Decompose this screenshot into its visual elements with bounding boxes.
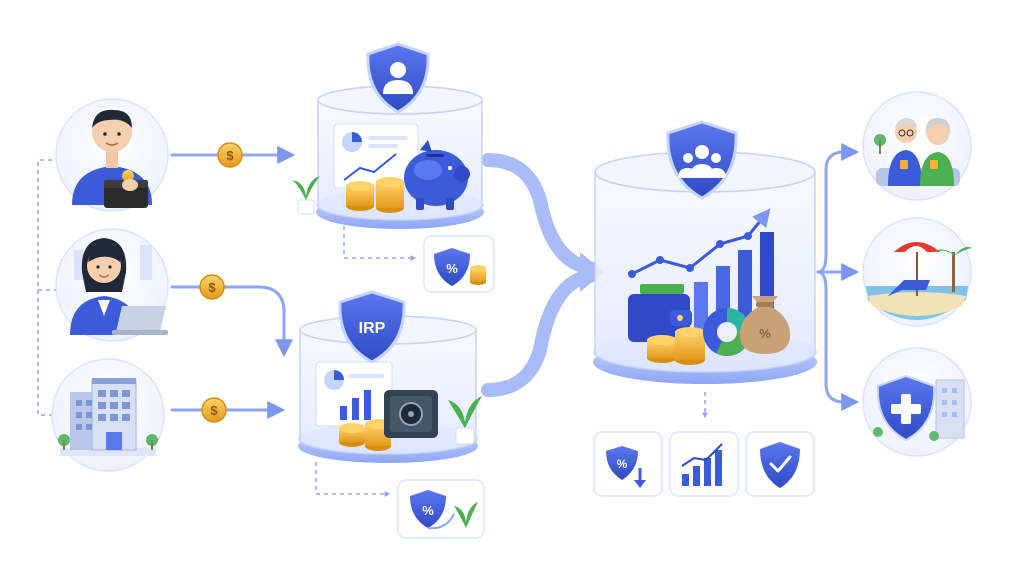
benefit-card-tax: % xyxy=(593,431,663,497)
contribution-arrows xyxy=(170,146,296,419)
svg-text:$: $ xyxy=(210,403,218,418)
svg-text:%: % xyxy=(422,503,434,518)
svg-text:%: % xyxy=(446,261,458,276)
personal-pension-jar xyxy=(292,85,484,229)
benefit-card-growth xyxy=(669,431,739,497)
outcome-retirement xyxy=(862,91,972,201)
coin-icon: $ xyxy=(217,142,243,168)
irp-tax-benefit-card: % xyxy=(397,479,485,539)
safe-vault-icon xyxy=(384,390,438,438)
source-office-building xyxy=(51,358,165,472)
outcome-arrows xyxy=(816,143,860,411)
percent-shield-icon: % xyxy=(434,248,470,286)
benefit-card-security xyxy=(745,431,815,497)
bar-chart-icon xyxy=(340,390,371,420)
group-icon xyxy=(678,145,726,178)
tax-percent-down-icon: % xyxy=(606,446,646,488)
beach-vacation-icon xyxy=(866,242,972,320)
outcome-health xyxy=(862,347,972,457)
plant-icon xyxy=(448,396,482,445)
man-with-wallet-icon xyxy=(72,109,152,208)
coin-stack-icon xyxy=(470,265,486,285)
money-bag-icon: % xyxy=(739,296,791,354)
wallet-icon xyxy=(628,284,692,342)
svg-text:%: % xyxy=(617,457,628,471)
merge-arrows xyxy=(481,153,597,397)
svg-text:$: $ xyxy=(208,280,216,295)
health-shield-icon xyxy=(873,374,965,442)
merge-arrow-head xyxy=(580,252,604,292)
trend-line-icon xyxy=(343,153,397,181)
svg-text:$: $ xyxy=(226,148,234,163)
coin-icon: $ xyxy=(201,397,227,423)
pie-chart-icon xyxy=(324,370,344,390)
pooled-shield xyxy=(666,120,738,200)
coin-icon: $ xyxy=(199,274,225,300)
outcome-vacation xyxy=(862,217,972,327)
irp-shield-label: IRP xyxy=(359,320,386,337)
coin-stack-icon xyxy=(647,327,705,365)
percent-shield-icon: % xyxy=(410,490,446,528)
growth-chart-icon xyxy=(681,443,723,486)
person-icon xyxy=(383,62,413,94)
pie-chart-icon xyxy=(342,132,362,152)
woman-with-laptop-icon xyxy=(70,238,168,335)
tax-card-connector xyxy=(343,226,417,261)
source-woman-laptop xyxy=(55,228,169,342)
source-man-wallet xyxy=(55,98,169,212)
plant-icon xyxy=(292,176,320,215)
irp-shield: IRP xyxy=(338,290,406,364)
plant-icon xyxy=(454,502,478,528)
irp-card-connector xyxy=(315,462,391,497)
pooled-pension-jar: % xyxy=(593,151,817,384)
personal-shield xyxy=(366,42,430,114)
check-shield-icon xyxy=(760,442,800,488)
office-building-icon xyxy=(58,378,158,456)
piggy-bank-icon xyxy=(404,140,470,210)
svg-text:%: % xyxy=(759,326,771,341)
retired-couple-icon xyxy=(874,118,960,186)
coin-stack-icon xyxy=(346,177,404,213)
tax-benefit-card: % xyxy=(423,235,495,293)
